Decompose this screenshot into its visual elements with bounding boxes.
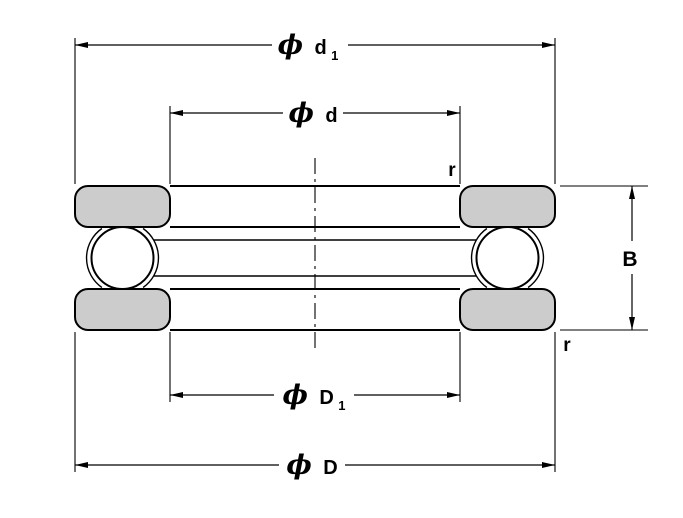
dimension-phi-d: ϕ d — [169, 94, 461, 184]
dim-label-phi-d: ϕ d — [288, 98, 337, 129]
dimension-phi-D: ϕ D — [74, 332, 556, 483]
label-background — [272, 26, 348, 63]
cage-arc-left-ball-outer — [85, 227, 103, 289]
dimension-B: B — [560, 185, 650, 331]
dim-subscript: 1 — [331, 48, 338, 63]
dim-letter: d — [314, 37, 326, 59]
bottom-right-washer-section — [459, 288, 556, 331]
dim-label-B: B — [622, 248, 637, 271]
dim-letter: d — [325, 105, 337, 127]
dimension-phi-D1: ϕ D 1 — [169, 332, 461, 413]
left-ball — [90, 226, 155, 290]
cage-arc-right-ball-outer — [527, 227, 545, 289]
dim-label-phi-D1: ϕ D 1 — [282, 380, 345, 413]
radius-label-top: r — [448, 160, 456, 181]
label-background — [283, 94, 343, 131]
dim-letter: D — [323, 457, 337, 479]
phi-symbol: ϕ — [286, 450, 311, 481]
label-background — [279, 446, 345, 483]
top-left-washer-section — [74, 185, 171, 228]
bearing-cross-section — [74, 158, 556, 350]
dim-letter: D — [319, 387, 333, 409]
cage-arc-right-ball-inner — [470, 227, 488, 289]
dim-subscript: 1 — [338, 398, 345, 413]
top-right-washer-section — [459, 185, 556, 228]
cage-arc-left-ball-inner — [142, 227, 160, 289]
phi-symbol: ϕ — [282, 380, 307, 411]
phi-symbol: ϕ — [278, 30, 303, 61]
dim-label-phi-D: ϕ D — [286, 450, 337, 481]
label-background — [613, 241, 650, 274]
bottom-left-washer-section — [74, 288, 171, 331]
dim-label-phi-d1: ϕ d 1 — [278, 30, 339, 63]
dimension-phi-d1: ϕ d 1 — [74, 26, 556, 184]
label-background — [274, 376, 354, 413]
right-ball — [475, 226, 540, 290]
phi-symbol: ϕ — [288, 98, 313, 129]
radius-label-bottom: r — [563, 335, 571, 356]
